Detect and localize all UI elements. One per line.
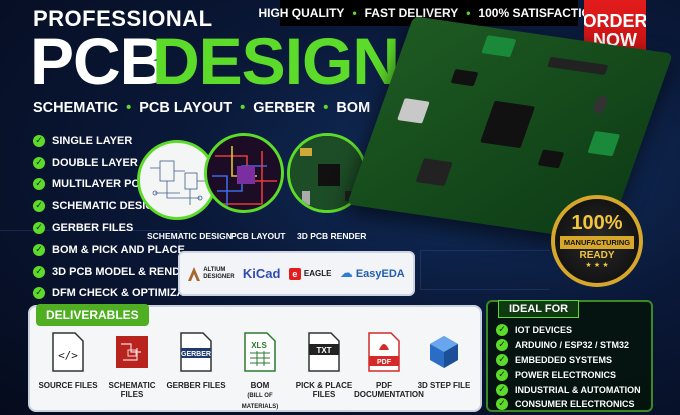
- deliverable-source-files: </> SOURCE FILES: [38, 332, 98, 390]
- subtitle-gerber: GERBER: [253, 100, 316, 116]
- check-icon: ✓: [33, 243, 45, 256]
- ic-chip: [537, 149, 565, 169]
- xls-file-icon: XLS: [244, 332, 276, 372]
- circuit-trace: [420, 250, 550, 290]
- feature-item: ✓SINGLE LAYER: [33, 130, 210, 152]
- check-icon: ✓: [33, 134, 45, 147]
- check-icon: ✓: [33, 200, 45, 213]
- stars-icon: ★ ★ ★: [585, 261, 609, 269]
- cube-icon: [430, 336, 458, 368]
- circle-label-schematic: SCHEMATIC DESIGN: [147, 231, 232, 241]
- ideal-item: ✓CONSUMER ELECTRONICS: [496, 397, 641, 412]
- svg-text:XLS: XLS: [251, 341, 267, 350]
- ideal-for-list: ✓IOT DEVICES ✓ARDUINO / ESP32 / STM32 ✓E…: [496, 323, 641, 412]
- pin-header: [415, 158, 453, 187]
- quality-high: HIGH QUALITY: [258, 6, 345, 20]
- easyeda-logo: ☁ EasyEDA: [339, 266, 405, 281]
- ic-chip: [450, 69, 479, 87]
- check-icon: ✓: [33, 222, 45, 235]
- check-icon: ✓: [33, 178, 45, 191]
- svg-text:TXT: TXT: [316, 346, 331, 355]
- svg-text:GERBER: GERBER: [181, 351, 211, 358]
- check-icon: ✓: [496, 383, 508, 396]
- pcb-layout-preview-circle: [204, 133, 284, 213]
- schematic-file-icon: [116, 336, 148, 368]
- feature-item: ✓BOM & PICK AND PLACE: [33, 239, 210, 261]
- check-icon: ✓: [496, 398, 508, 411]
- mcu-chip: [480, 100, 536, 149]
- feature-item: ✓DFM CHECK & OPTIMIZATION: [33, 283, 210, 305]
- altium-icon: [188, 266, 201, 281]
- subtitle-pcb-layout: PCB LAYOUT: [139, 100, 233, 116]
- kicad-logo: KiCad: [242, 266, 281, 281]
- badge-percent: 100%: [571, 212, 623, 234]
- feature-item: ✓SCHEMATIC DESIGN: [33, 195, 210, 217]
- quality-fast: FAST DELIVERY: [364, 6, 459, 20]
- subtitle-schematic: SCHEMATIC: [33, 100, 119, 116]
- svg-text:PDF: PDF: [377, 359, 392, 366]
- feature-item: ✓MULTILAYER PCB: [33, 174, 210, 196]
- badge-manufacturing: MANUFACTURING: [559, 236, 635, 249]
- pin-header: [547, 56, 609, 76]
- deliverable-pick-place: TXT PICK & PLACE FILES: [294, 332, 354, 399]
- headline-design: DESIGN: [152, 24, 400, 98]
- check-icon: ✓: [33, 156, 45, 169]
- feature-item: ✓DOUBLE LAYER: [33, 152, 210, 174]
- headline-pcb: PCB: [30, 24, 167, 98]
- terminal-block: [481, 35, 517, 58]
- deliverable-schematic-files: SCHEMATIC FILES: [102, 332, 162, 399]
- check-icon: ✓: [496, 339, 508, 352]
- pcb-layout-illustration: [212, 146, 277, 206]
- txt-file-icon: TXT: [308, 332, 340, 372]
- circle-label-3d-render: 3D PCB RENDER: [297, 231, 367, 241]
- check-icon: ✓: [496, 324, 508, 337]
- check-icon: ✓: [496, 353, 508, 366]
- capacitor: [591, 94, 610, 115]
- deliverable-gerber-files: GERBER GERBER FILES: [166, 332, 226, 390]
- eagle-icon: e: [288, 267, 301, 280]
- quality-satisfaction: 100% SATISFACTION: [478, 6, 600, 20]
- feature-item: ✓3D PCB MODEL & RENDER: [33, 261, 210, 283]
- schematic-preview-circle: [137, 140, 217, 220]
- badge-ready: READY: [579, 250, 615, 261]
- usb-port: [397, 98, 430, 124]
- deliverable-bom: XLS BOM(BILL OF MATERIALS): [230, 332, 290, 412]
- terminal-block: [587, 130, 621, 157]
- schematic-illustration: [150, 160, 210, 205]
- check-icon: ✓: [33, 287, 45, 300]
- pdf-file-icon: PDF: [368, 332, 400, 372]
- manufacturing-ready-badge: 100% MANUFACTURING READY ★ ★ ★: [551, 195, 643, 287]
- ideal-item: ✓EMBEDDED SYSTEMS: [496, 353, 641, 368]
- check-icon: ✓: [33, 265, 45, 278]
- deliverable-3d-step: 3D STEP FILE: [414, 332, 474, 390]
- eagle-logo: e EAGLE: [288, 267, 331, 280]
- ideal-item: ✓INDUSTRIAL & AUTOMATION: [496, 382, 641, 397]
- circle-label-pcb-layout: PCB LAYOUT: [231, 231, 286, 241]
- cloud-icon: ☁: [339, 266, 353, 281]
- feature-item: ✓GERBER FILES: [33, 217, 210, 239]
- ideal-for-title: IDEAL FOR: [498, 300, 580, 318]
- order-line1: ORDER: [582, 11, 648, 31]
- svg-text:</>: </>: [58, 349, 78, 362]
- deliverables-title: DELIVERABLES: [36, 304, 149, 326]
- code-file-icon: </>: [52, 332, 84, 372]
- subtitle-bom: BOM: [336, 100, 371, 116]
- ideal-for-panel: IDEAL FOR ✓IOT DEVICES ✓ARDUINO / ESP32 …: [486, 300, 653, 412]
- service-subtitle: SCHEMATIC•PCB LAYOUT•GERBER•BOM: [33, 100, 371, 116]
- gerber-file-icon: GERBER: [180, 332, 212, 372]
- deliverables-panel: DELIVERABLES </> SOURCE FILES SCHEMATIC …: [28, 304, 482, 412]
- feature-list: ✓SINGLE LAYER ✓DOUBLE LAYER ✓MULTILAYER …: [33, 130, 210, 304]
- deliverable-pdf: PDF PDF DOCUMENTATION: [354, 332, 424, 399]
- ideal-item: ✓ARDUINO / ESP32 / STM32: [496, 338, 641, 353]
- check-icon: ✓: [496, 368, 508, 381]
- ideal-item: ✓POWER ELECTRONICS: [496, 367, 641, 382]
- headline-professional: PROFESSIONAL: [33, 6, 213, 31]
- ideal-item: ✓IOT DEVICES: [496, 323, 641, 338]
